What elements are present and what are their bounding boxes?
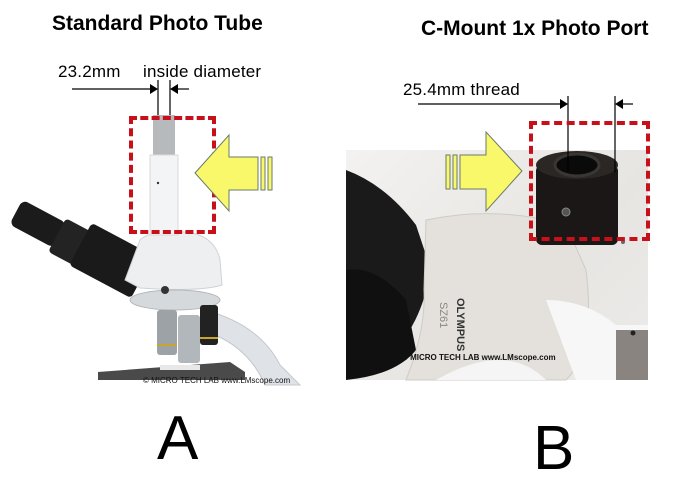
panel-b-title: C-Mount 1x Photo Port bbox=[421, 17, 649, 40]
panel-b-dimension-label: 25.4mm thread bbox=[403, 80, 520, 99]
panel-a-arrow-left-icon bbox=[194, 133, 273, 213]
panel-b-highlight-box bbox=[529, 121, 650, 241]
panel-a-credit: © MICRO TECH LAB www.LMscope.com bbox=[143, 376, 291, 385]
panel-b-credit: © MICRO TECH LAB www.LMscope.com bbox=[402, 353, 556, 362]
panel-b-dimension-lines bbox=[418, 96, 633, 172]
panel-b-arrow-right-icon bbox=[445, 130, 523, 213]
panel-b-letter: B bbox=[533, 414, 575, 483]
panel-a-dimension-label: inside diameter bbox=[143, 62, 262, 81]
panel-a-letter: A bbox=[157, 404, 199, 473]
panel-a-title: Standard Photo Tube bbox=[52, 12, 263, 35]
panel-a-dimension-value: 23.2mm bbox=[58, 62, 121, 81]
panel-a-microscope-photo bbox=[11, 115, 302, 386]
